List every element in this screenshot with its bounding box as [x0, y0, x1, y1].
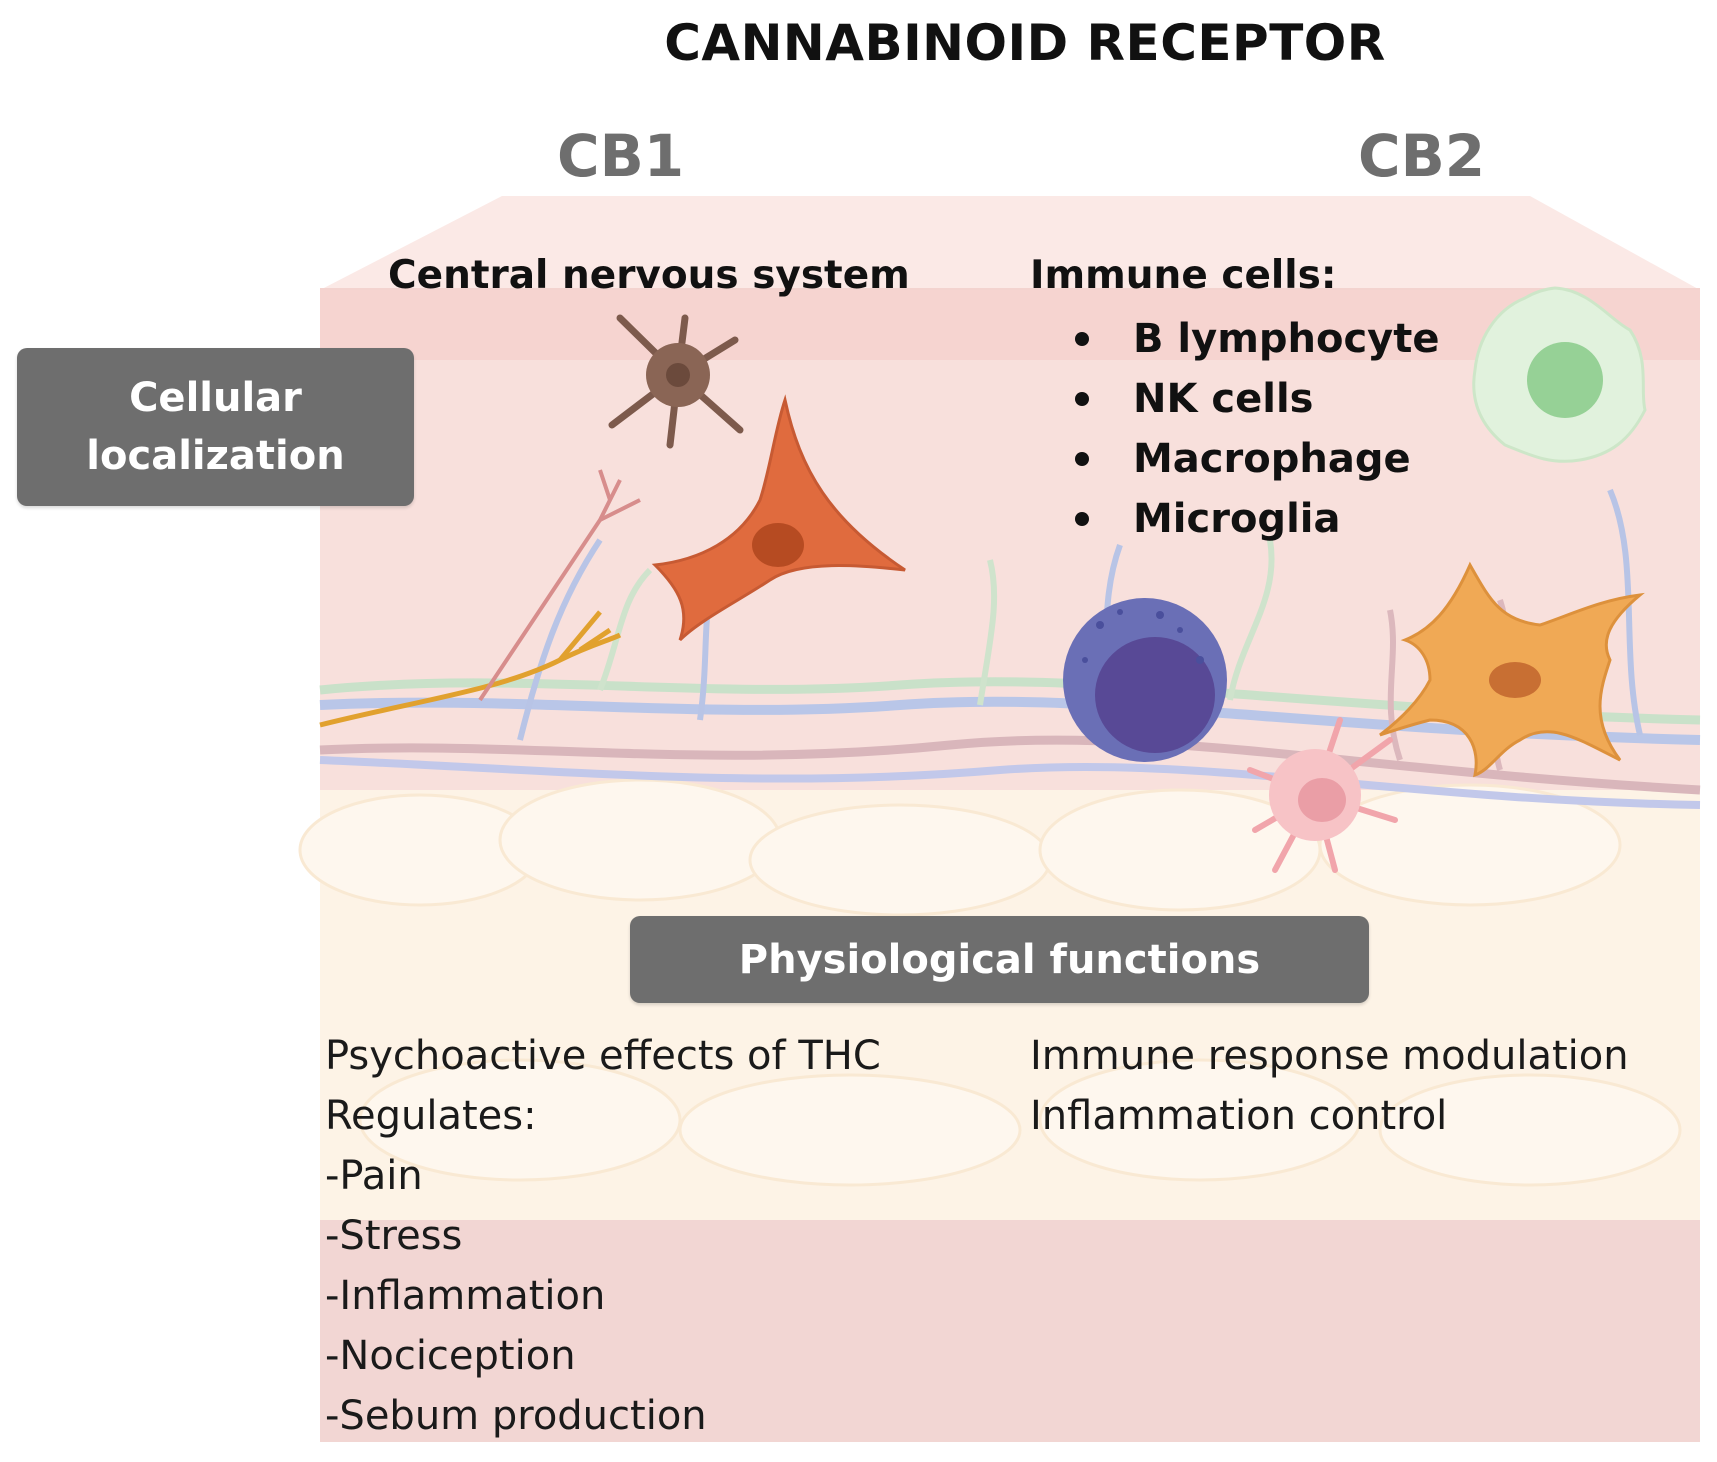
- list-item: NK cells: [1075, 370, 1440, 430]
- list-item: -Nociception: [325, 1333, 576, 1379]
- list-item: Macrophage: [1075, 430, 1440, 490]
- b-lymphocyte-illustration: [1063, 598, 1227, 762]
- cb1-localization-text: Central nervous system: [388, 253, 910, 298]
- epidermis-layer: [320, 290, 1700, 360]
- list-item: -Sebum production: [325, 1393, 707, 1439]
- cb2-column-header: CB2: [1358, 122, 1486, 190]
- list-item: Regulates:: [325, 1093, 537, 1139]
- cb2-localization-title: Immune cells:: [1030, 253, 1337, 298]
- list-item: Microglia: [1075, 490, 1440, 550]
- cb1-column-header: CB1: [557, 122, 685, 190]
- pink-cell-illustration: [1247, 717, 1398, 873]
- cb2-functions-list: Immune response modulation Inflammation …: [1030, 1026, 1629, 1146]
- nk-cell-illustration: [1472, 286, 1647, 463]
- skin-top-surface: [320, 196, 1700, 290]
- bullet-icon: [1075, 512, 1089, 526]
- bullet-icon: [1075, 452, 1089, 466]
- physiological-functions-label: Physiological functions: [630, 916, 1369, 1003]
- bullet-icon: [1075, 332, 1089, 346]
- diagram-title: CANNABINOID RECEPTOR: [664, 14, 1386, 72]
- neuron-cell-illustration: [651, 394, 906, 642]
- list-item: Inflammation control: [1030, 1093, 1448, 1139]
- macrophage-illustration: [1379, 561, 1645, 778]
- list-item: Immune response modulation: [1030, 1033, 1629, 1079]
- list-item: -Stress: [325, 1213, 463, 1259]
- cb1-functions-list: Psychoactive effects of THC Regulates: -…: [325, 1026, 881, 1446]
- list-item: B lymphocyte: [1075, 310, 1440, 370]
- microglia-cell-illustration: [608, 314, 744, 449]
- list-item: Psychoactive effects of THC: [325, 1033, 881, 1079]
- bullet-icon: [1075, 392, 1089, 406]
- list-item: -Inflammation: [325, 1273, 606, 1319]
- list-item: -Pain: [325, 1153, 423, 1199]
- cb2-immune-cell-list: B lymphocyte NK cells Macrophage Microgl…: [1075, 310, 1440, 550]
- bottom-layer: [320, 1220, 1700, 1442]
